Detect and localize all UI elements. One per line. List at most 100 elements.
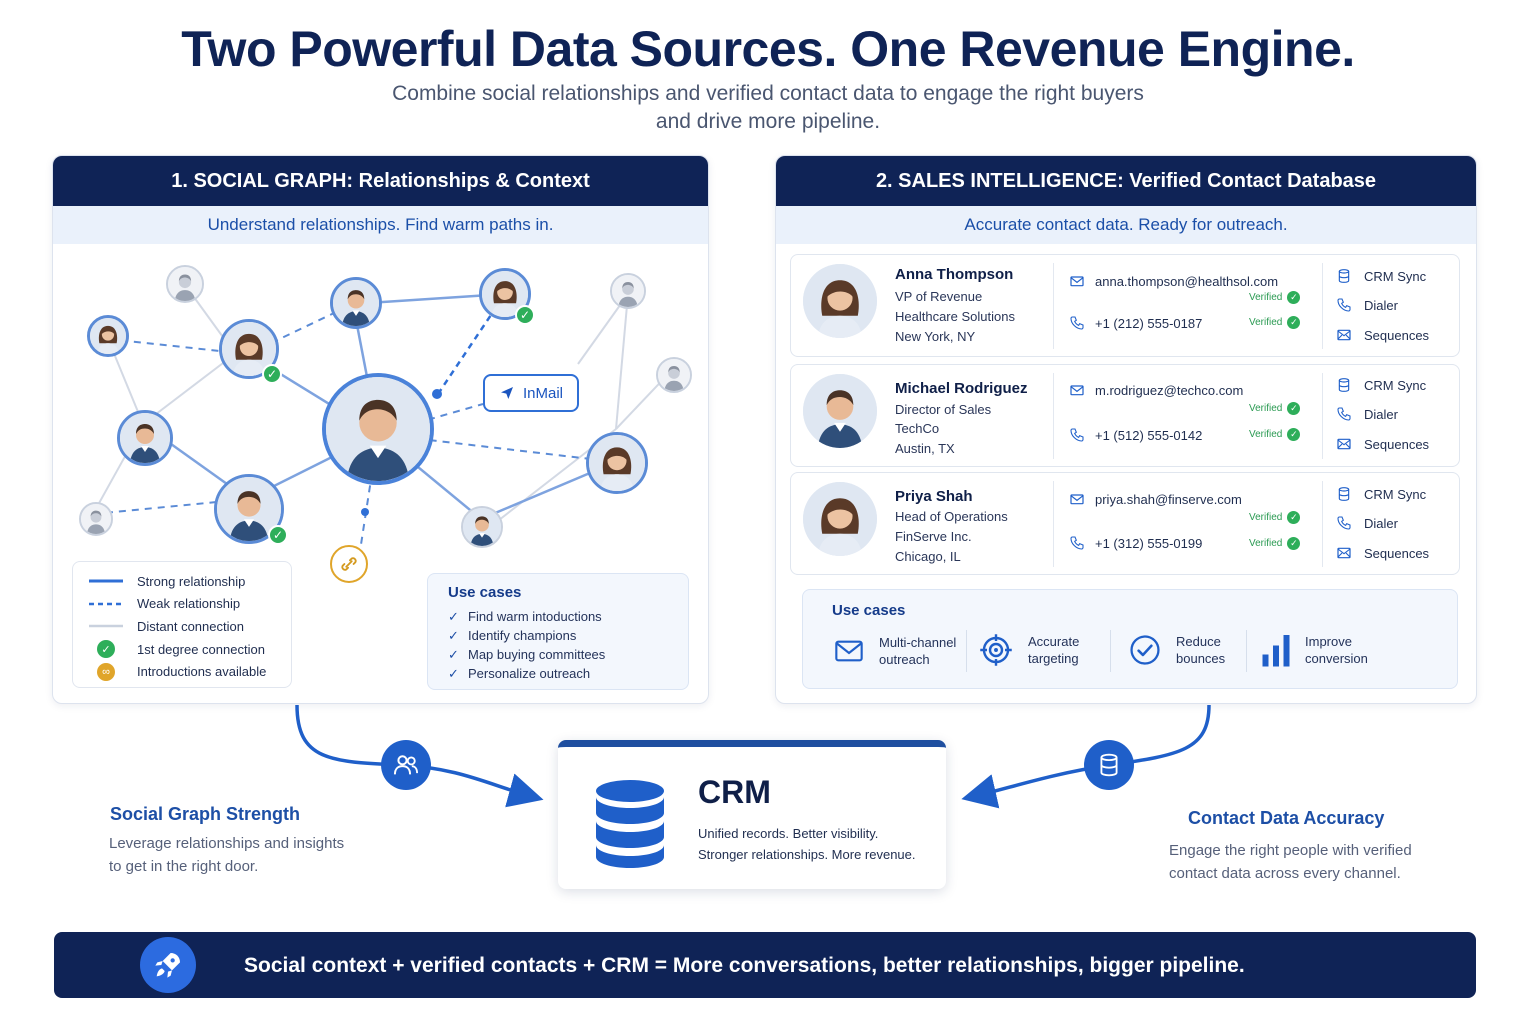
solid-line-icon <box>89 574 123 588</box>
check-badge-icon: ✓ <box>262 364 282 384</box>
page-title: Two Powerful Data Sources. One Revenue E… <box>181 21 1355 77</box>
contact-card[interactable]: Priya Shah Head of Operations FinServe I… <box>790 472 1460 575</box>
legend-label: Weak relationship <box>137 596 241 612</box>
legend-item: ∞ Introductions available <box>89 660 291 683</box>
contact-phone[interactable]: +1 (512) 555-0142 <box>1069 427 1202 443</box>
crm-sync-action[interactable]: CRM Sync <box>1336 377 1426 393</box>
check-icon: ✓ <box>1287 316 1301 329</box>
check-icon: ✓ <box>448 608 459 624</box>
dialer-action[interactable]: Dialer <box>1336 297 1398 313</box>
sequences-icon <box>1337 547 1351 559</box>
legend-label: 1st degree connection <box>137 641 265 657</box>
phone-icon <box>1070 536 1084 550</box>
contact-name: Michael Rodriguez <box>895 380 1028 397</box>
use-cases-title: Use cases <box>832 602 906 619</box>
legend-item: Distant connection <box>89 615 291 638</box>
graph-legend: Strong relationship Weak relationship Di… <box>72 561 292 688</box>
check-badge-icon: ✓ <box>97 640 115 659</box>
sequences-action[interactable]: Sequences <box>1336 545 1429 561</box>
use-case-item: ✓Personalize outreach <box>448 665 591 682</box>
legend-label: Strong relationship <box>137 573 246 589</box>
subtitle-line-2: and drive more pipeline. <box>655 110 881 133</box>
avatar-you[interactable] <box>322 373 434 485</box>
check-badge-icon: ✓ <box>268 525 288 545</box>
contact-photo <box>803 374 877 448</box>
introduction-available-icon[interactable] <box>330 545 368 583</box>
contact-phone[interactable]: +1 (212) 555-0187 <box>1069 315 1202 331</box>
people-icon <box>381 740 431 790</box>
avatar-distant[interactable] <box>656 357 692 393</box>
contact-company: TechCo <box>895 421 940 436</box>
sequences-icon <box>1337 329 1351 341</box>
contact-email[interactable]: m.rodriguez@techco.com <box>1069 382 1243 398</box>
avatar-contact[interactable] <box>117 410 173 466</box>
subtitle-line-1: Combine social relationships and verifie… <box>392 82 1144 105</box>
envelope-icon <box>1070 276 1084 287</box>
use-cases-title: Use cases <box>448 584 522 601</box>
sequences-action[interactable]: Sequences <box>1336 436 1429 452</box>
avatar-contact[interactable] <box>330 277 382 329</box>
bar-chart-icon <box>1262 635 1290 667</box>
database-icon <box>1338 487 1350 501</box>
contact-company: Healthcare Solutions <box>895 309 1015 324</box>
contact-email[interactable]: priya.shah@finserve.com <box>1069 491 1242 507</box>
verified-badge: Verified✓ <box>1249 511 1301 524</box>
legend-item: ✓ 1st degree connection <box>89 638 291 661</box>
verified-badge: Verified✓ <box>1249 316 1301 329</box>
verified-badge: Verified✓ <box>1249 428 1301 441</box>
contact-phone[interactable]: +1 (312) 555-0199 <box>1069 535 1202 551</box>
sales-panel-subtitle: Accurate contact data. Ready for outreac… <box>776 206 1476 244</box>
social-graph-strength-title: Social Graph Strength <box>110 804 301 824</box>
faint-line-icon <box>89 619 123 633</box>
sequences-action[interactable]: Sequences <box>1336 327 1429 343</box>
phone-icon <box>1070 428 1084 442</box>
crm-sync-action[interactable]: CRM Sync <box>1336 268 1426 284</box>
use-case-item: ✓Identify champions <box>448 627 577 644</box>
contact-location: Austin, TX <box>895 441 955 456</box>
contact-name: Anna Thompson <box>895 266 1014 283</box>
check-badge-icon: ✓ <box>515 305 535 325</box>
inmail-label: InMail <box>522 384 563 402</box>
envelope-icon <box>1070 494 1084 505</box>
send-icon <box>500 387 513 399</box>
dashed-line-icon <box>89 597 123 611</box>
crm-title: CRM <box>698 774 771 810</box>
social-panel-subtitle: Understand relationships. Find warm path… <box>53 206 708 244</box>
contact-location: New York, NY <box>895 329 976 344</box>
contact-card[interactable]: Michael Rodriguez Director of Sales Tech… <box>790 364 1460 467</box>
legend-item: Weak relationship <box>89 593 291 616</box>
crm-box: CRM Unified records. Better visibility. … <box>558 740 946 889</box>
phone-icon <box>1070 316 1084 330</box>
avatar-distant[interactable] <box>610 273 646 309</box>
use-case-item: ✓Find warm intoductions <box>448 608 602 625</box>
summary-banner-text: Social context + verified contacts + CRM… <box>244 954 1245 977</box>
check-circle-icon <box>1130 635 1160 665</box>
link-badge-icon: ∞ <box>97 662 115 681</box>
avatar-contact[interactable] <box>87 315 129 357</box>
avatar-contact[interactable] <box>586 432 648 494</box>
social-panel-title: 1. SOCIAL GRAPH: Relationships & Context <box>53 156 708 206</box>
contact-photo <box>803 264 877 338</box>
contact-card[interactable]: Anna Thompson VP of Revenue Healthcare S… <box>790 254 1460 357</box>
social-use-cases: Use cases ✓Find warm intoductions ✓Ident… <box>427 573 689 690</box>
dialer-action[interactable]: Dialer <box>1336 515 1398 531</box>
social-graph-strength-text: Leverage relationships and insights to g… <box>109 835 345 875</box>
dialer-action[interactable]: Dialer <box>1336 406 1398 422</box>
contact-location: Chicago, IL <box>895 549 961 564</box>
check-icon: ✓ <box>1287 511 1301 524</box>
check-icon: ✓ <box>1287 402 1301 415</box>
crm-sync-action[interactable]: CRM Sync <box>1336 486 1426 502</box>
verified-badge: Verified✓ <box>1249 402 1301 415</box>
database-icon <box>596 780 664 868</box>
avatar-distant[interactable] <box>79 502 113 536</box>
verified-badge: Verified✓ <box>1249 537 1301 550</box>
avatar-contact[interactable] <box>461 506 503 548</box>
inmail-button[interactable]: InMail <box>483 374 579 412</box>
avatar-distant[interactable] <box>166 265 204 303</box>
contact-email[interactable]: anna.thompson@healthsol.com <box>1069 273 1278 289</box>
contact-title: VP of Revenue <box>895 289 983 304</box>
envelope-icon <box>1070 385 1084 396</box>
